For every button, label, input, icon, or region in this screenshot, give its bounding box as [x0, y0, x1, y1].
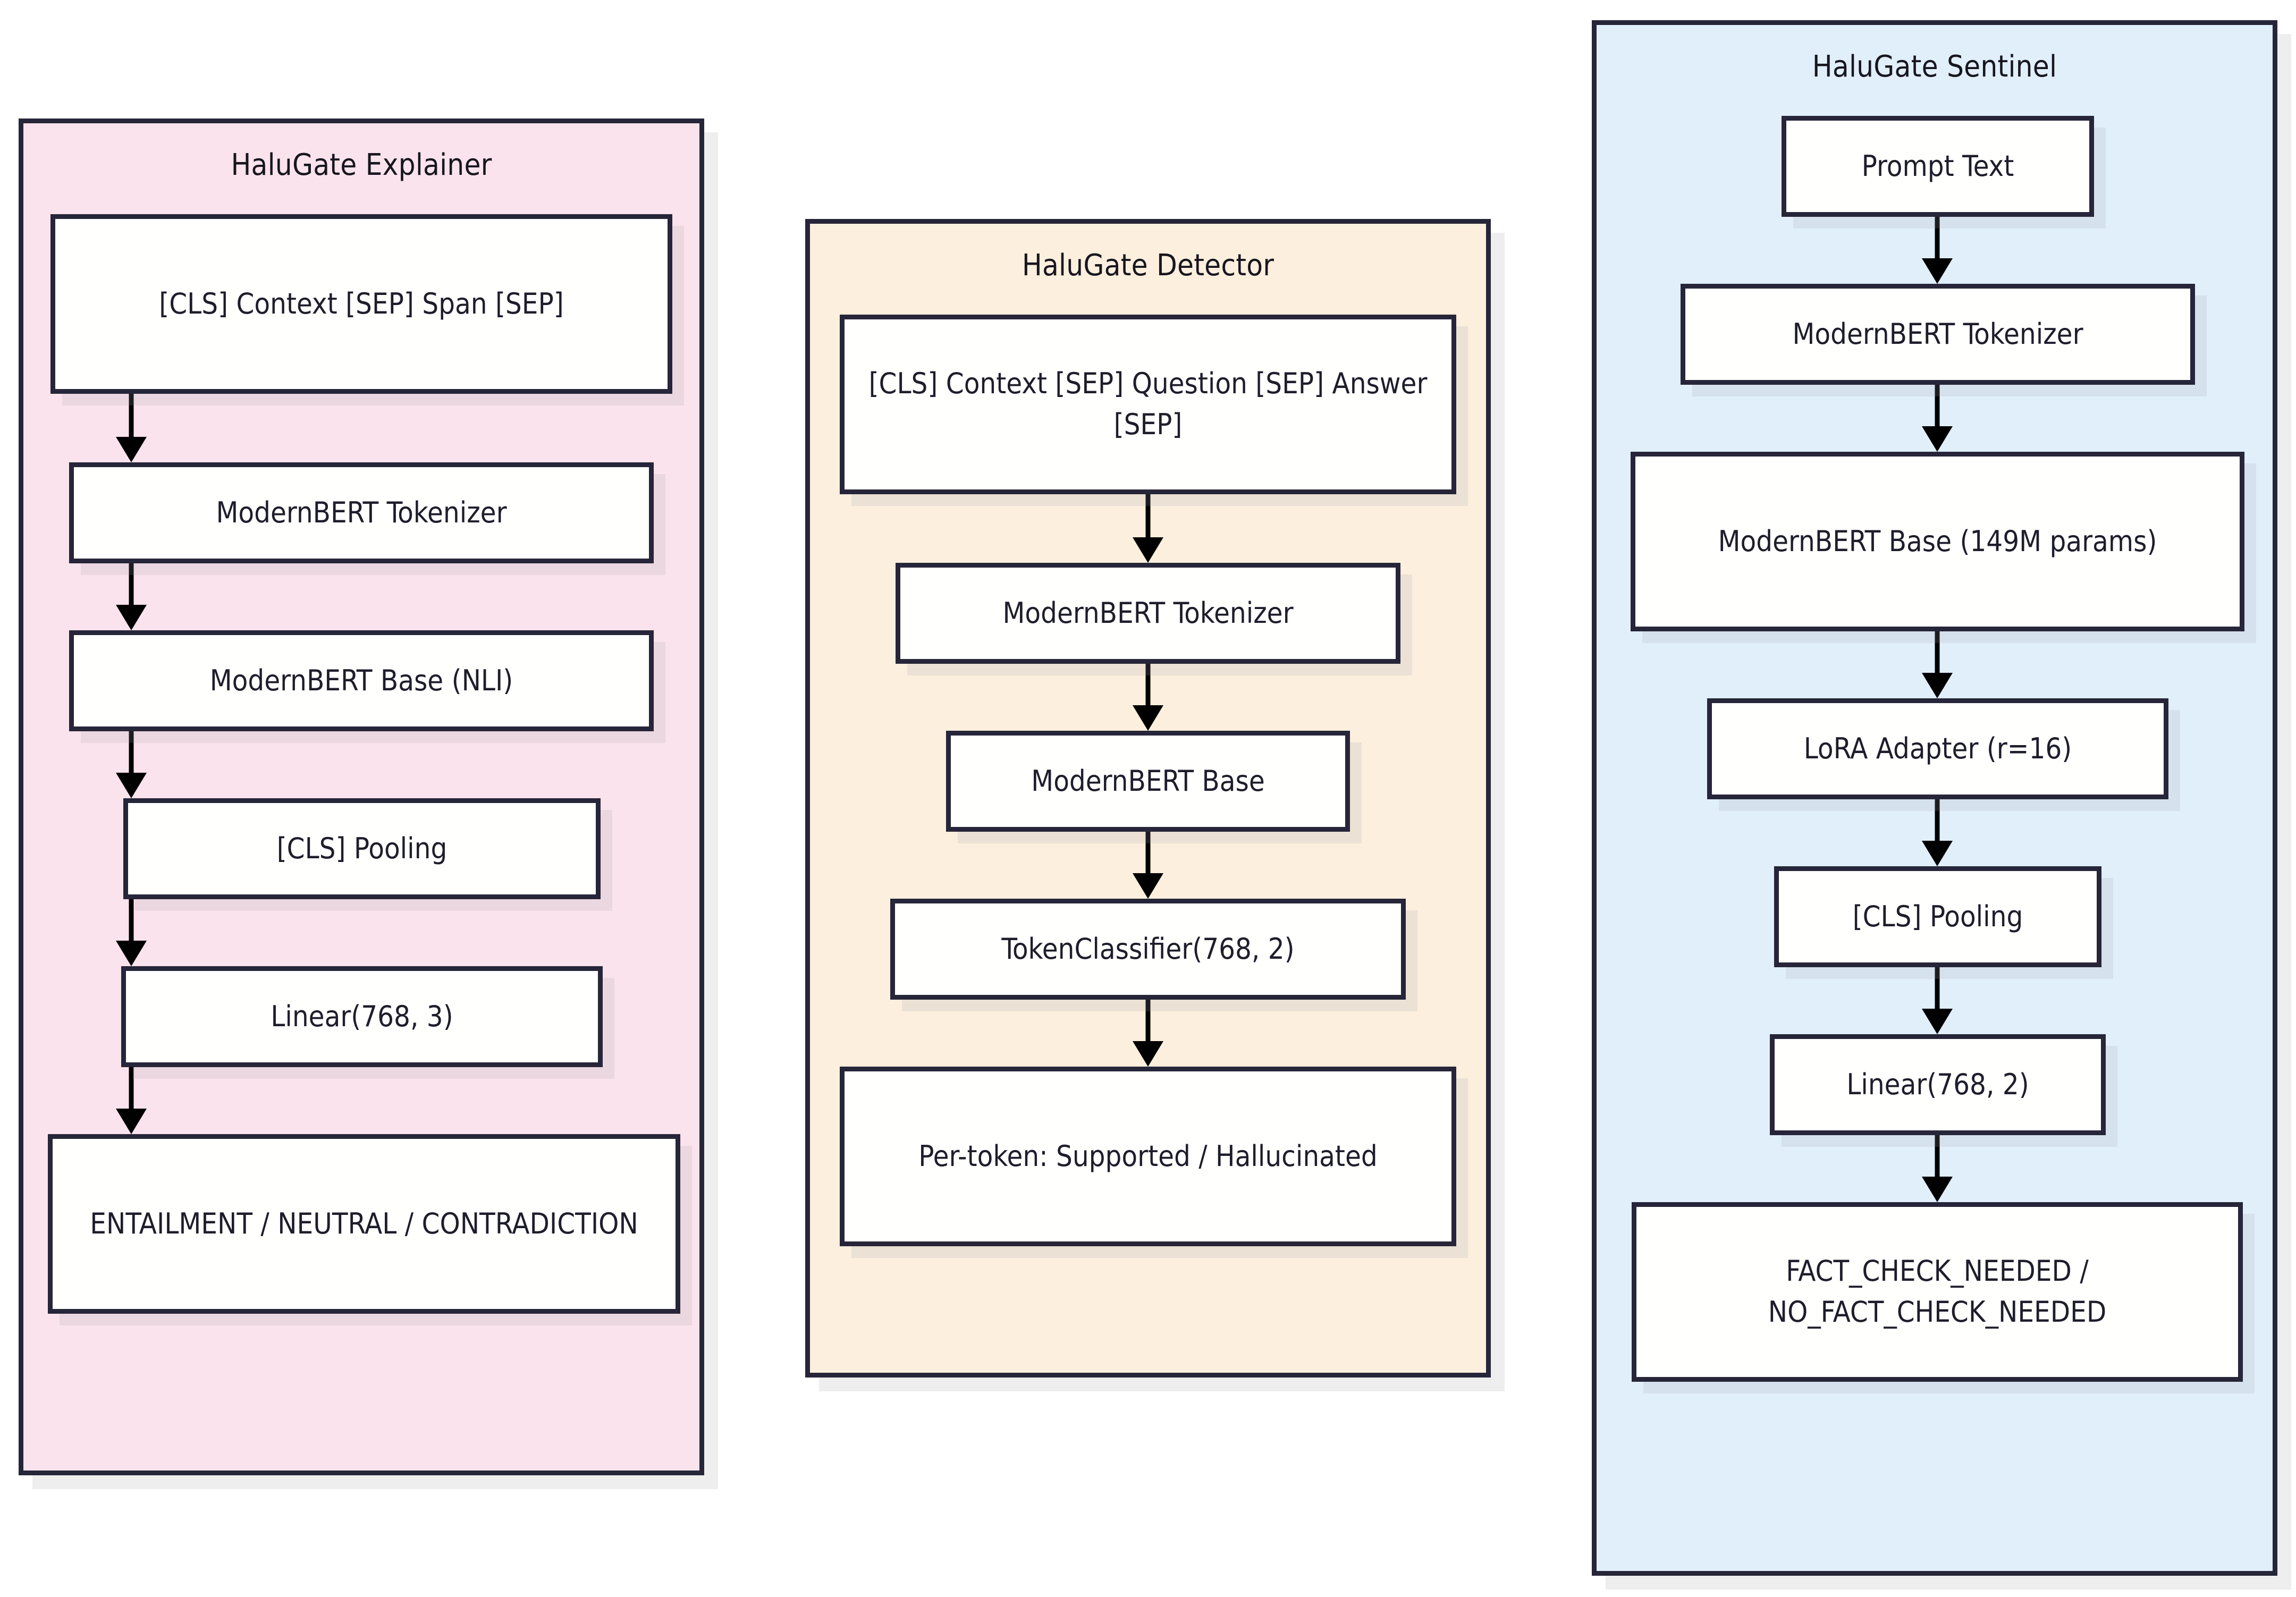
edge-detector-tokenizer-to-base: [1129, 664, 1167, 731]
node-explainer-input: [CLS] Context [SEP] Span [SEP]: [50, 214, 672, 394]
edge-explainer-input-to-tokenizer: [113, 394, 150, 462]
node-detector-tokenizer: ModernBERT Tokenizer: [896, 563, 1400, 664]
node-explainer-tokenizer: ModernBERT Tokenizer: [69, 462, 654, 563]
edge-detector-input-to-tokenizer: [1129, 494, 1167, 563]
subgraph-title-detector: HaluGate Detector: [1022, 248, 1274, 283]
edge-sentinel-lora-to-pooling: [1919, 799, 1956, 866]
node-explainer-linear: Linear(768, 3): [121, 966, 603, 1067]
edge-sentinel-prompt-to-tokenizer: [1919, 217, 1956, 284]
edge-sentinel-tokenizer-to-base: [1919, 385, 1956, 452]
node-sentinel-lora-adapter: LoRA Adapter (r=16): [1707, 698, 2168, 799]
node-label: ENTAILMENT / NEUTRAL / CONTRADICTION: [90, 1206, 638, 1240]
node-detector-input: [CLS] Context [SEP] Question [SEP] Answe…: [840, 315, 1456, 494]
node-explainer-base: ModernBERT Base (NLI): [69, 630, 654, 731]
node-explainer-pooling: [CLS] Pooling: [123, 798, 601, 899]
edge-explainer-base-to-pooling: [113, 731, 150, 798]
node-sentinel-output: FACT_CHECK_NEEDED / NO_FACT_CHECK_NEEDED: [1632, 1202, 2243, 1382]
node-label: [CLS] Pooling: [276, 831, 448, 865]
node-label: TokenClassifier(768, 2): [1001, 932, 1295, 966]
node-label: Linear(768, 2): [1846, 1067, 2029, 1101]
edge-sentinel-linear-to-output: [1919, 1135, 1956, 1202]
node-explainer-output: ENTAILMENT / NEUTRAL / CONTRADICTION: [48, 1134, 680, 1314]
node-label: [CLS] Pooling: [1852, 899, 2023, 933]
node-label: ModernBERT Base: [1031, 764, 1265, 798]
node-label: FACT_CHECK_NEEDED / NO_FACT_CHECK_NEEDED: [1768, 1254, 2107, 1329]
edge-sentinel-base-to-lora: [1919, 631, 1956, 698]
edge-explainer-pooling-to-linear: [113, 899, 150, 966]
edge-detector-base-to-head: [1129, 832, 1167, 899]
node-label: [CLS] Context [SEP] Span [SEP]: [159, 286, 564, 320]
node-label: ModernBERT Tokenizer: [216, 495, 507, 529]
node-label: Linear(768, 3): [271, 999, 453, 1033]
node-sentinel-tokenizer: ModernBERT Tokenizer: [1681, 284, 2195, 385]
edge-explainer-tokenizer-to-base: [113, 563, 150, 630]
edge-explainer-linear-to-output: [113, 1067, 150, 1134]
node-label: ModernBERT Tokenizer: [1792, 317, 2083, 351]
node-label: LoRA Adapter (r=16): [1803, 731, 2072, 765]
node-sentinel-prompt-text: Prompt Text: [1782, 116, 2094, 217]
node-sentinel-base: ModernBERT Base (149M params): [1631, 452, 2244, 631]
node-label: ModernBERT Base (NLI): [209, 663, 513, 697]
subgraph-title-sentinel: HaluGate Sentinel: [1812, 49, 2057, 84]
subgraph-title-explainer: HaluGate Explainer: [231, 148, 492, 182]
node-label: ModernBERT Base (149M params): [1718, 524, 2157, 558]
node-label: ModernBERT Tokenizer: [1002, 596, 1294, 630]
edge-sentinel-pooling-to-linear: [1919, 967, 1956, 1034]
node-sentinel-pooling: [CLS] Pooling: [1774, 866, 2101, 967]
node-detector-token-classifier: TokenClassifier(768, 2): [890, 899, 1406, 1000]
node-sentinel-linear: Linear(768, 2): [1770, 1034, 2106, 1135]
node-label: Prompt Text: [1861, 149, 2014, 183]
node-detector-base: ModernBERT Base: [946, 731, 1350, 832]
node-detector-output: Per-token: Supported / Hallucinated: [840, 1067, 1456, 1246]
node-label: Per-token: Supported / Hallucinated: [918, 1139, 1378, 1173]
node-label: [CLS] Context [SEP] Question [SEP] Answe…: [868, 367, 1428, 441]
edge-detector-head-to-output: [1129, 1000, 1167, 1067]
